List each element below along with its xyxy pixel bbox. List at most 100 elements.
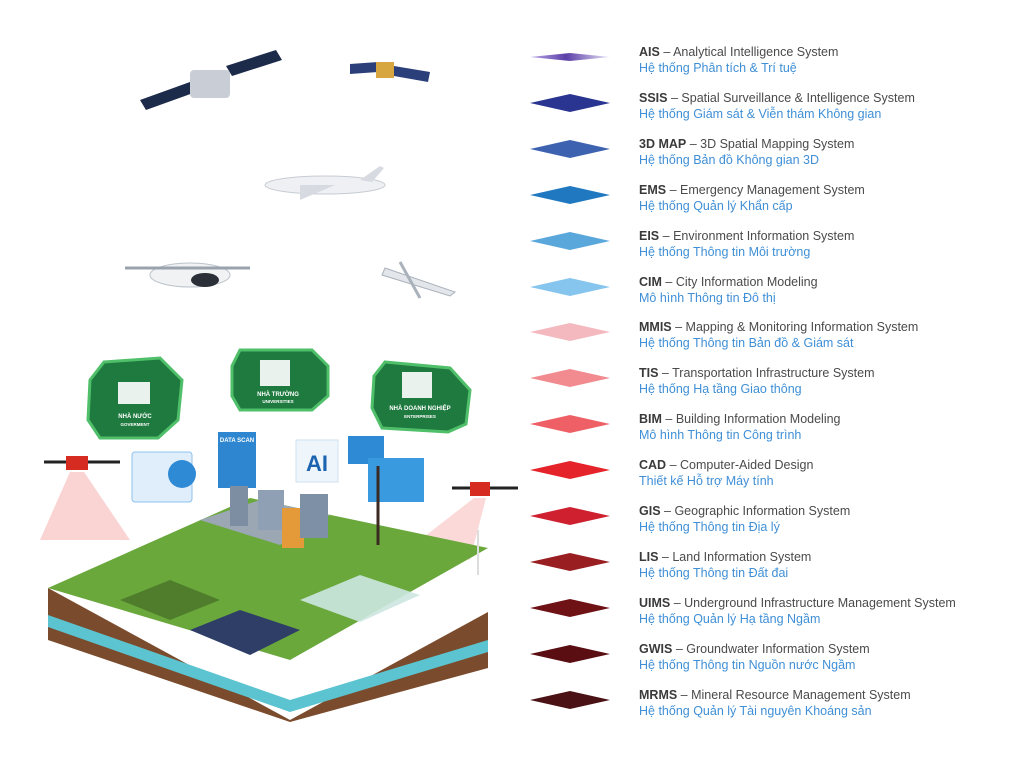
layer-abbr: CIM	[639, 274, 662, 289]
layer-diamond-icon	[530, 644, 610, 663]
svg-text:NHÀ NƯỚC: NHÀ NƯỚC	[118, 412, 152, 420]
layer-name: Building Information Modeling	[675, 412, 841, 427]
layer-title: EMS – Emergency Management System	[639, 182, 865, 197]
layer-name: Geographic Information System	[674, 504, 851, 518]
layer-title: EIS – Environment Information System	[639, 228, 855, 243]
layer-item-tis: TIS – Transportation Infrastructure Syst…	[530, 365, 1010, 405]
layer-abbr: CAD	[639, 458, 667, 473]
layer-diamond-icon	[530, 93, 610, 112]
layer-vietnamese-name: Hệ thống Thông tin Nguồn nước Ngầm	[639, 657, 856, 672]
layer-name: Transportation Infrastructure System	[672, 366, 875, 381]
layer-title: CIM – City Information Modeling	[639, 274, 818, 289]
svg-text:NHÀ TRƯỜNG: NHÀ TRƯỜNG	[257, 390, 299, 398]
svg-text:DATA SCAN: DATA SCAN	[220, 438, 254, 444]
layer-title: AIS – Analytical Intelligence System	[639, 45, 839, 59]
layer-name: Computer-Aided Design	[680, 458, 814, 473]
layer-diamond-icon	[530, 461, 610, 480]
layer-vietnamese-name: Hệ thống Quản lý Hạ tầng Ngầm	[639, 611, 821, 626]
layer-diamond-icon	[530, 277, 610, 296]
layer-item-uims: UIMS – Underground Infrastructure Manage…	[530, 595, 1010, 635]
data-scan-panel: DATA SCAN	[218, 432, 256, 488]
layer-item-lis: LIS – Land Information System Hệ thống T…	[530, 549, 1010, 589]
layer-title: CAD – Computer-Aided Design	[639, 458, 814, 473]
layer-diamond-icon	[530, 369, 610, 388]
layer-vietnamese-name: Hệ thống Thông tin Bản đồ & Giám sát	[639, 336, 854, 351]
evtol-aircraft-icon	[125, 262, 250, 288]
layer-abbr: EIS	[639, 228, 660, 243]
layer-vietnamese-name: Hệ thống Phân tích & Trí tuệ	[639, 61, 797, 75]
layer-item-ssis: SSIS – Spatial Surveillance & Intelligen…	[530, 90, 1010, 130]
agricultural-drone-icon	[40, 456, 130, 540]
layer-item-ems: EMS – Emergency Management System Hệ thố…	[530, 182, 1010, 222]
layer-abbr: UIMS	[639, 595, 671, 610]
layer-name: Environment Information System	[673, 228, 855, 243]
badge-universities: NHÀ TRƯỜNG UNIVERSITIES	[230, 348, 330, 412]
dashboard-panel	[131, 451, 196, 503]
layer-vietnamese-name: Thiết kế Hỗ trợ Máy tính	[639, 474, 774, 489]
layer-name: Analytical Intelligence System	[673, 45, 839, 59]
badge-enterprises: NHÀ DOANH NGHIỆP ENTERPRISES	[370, 360, 472, 434]
svg-text:AI: AI	[306, 451, 328, 476]
layer-item-cim: CIM – City Information Modeling Mô hình …	[530, 274, 1010, 314]
layer-item-3d-map: 3D MAP – 3D Spatial Mapping System Hệ th…	[530, 136, 1010, 176]
layer-diamond-icon	[530, 53, 610, 61]
layer-diamond-icon	[530, 598, 610, 617]
layer-abbr: AIS	[639, 45, 660, 59]
layer-name: Emergency Management System	[680, 182, 865, 197]
layer-vietnamese-name: Hệ thống Thông tin Đất đai	[639, 565, 789, 580]
satellite-icon	[350, 62, 430, 82]
layer-abbr: BIM	[639, 412, 662, 427]
layer-abbr: 3D MAP	[639, 136, 687, 151]
layer-vietnamese-name: Hệ thống Giám sát & Viễn thám Không gian	[639, 106, 882, 121]
layer-name: Groundwater Information System	[686, 641, 870, 656]
layer-vietnamese-name: Mô hình Thông tin Công trình	[639, 428, 802, 443]
layer-title: TIS – Transportation Infrastructure Syst…	[639, 366, 875, 381]
layer-name: Mineral Resource Management System	[691, 687, 911, 702]
layer-vietnamese-name: Hệ thống Quản lý Khẩn cấp	[639, 198, 793, 213]
layer-diamond-icon	[530, 690, 610, 709]
layer-name: City Information Modeling	[675, 274, 818, 289]
layer-diamond-icon	[530, 507, 610, 525]
layer-item-cad: CAD – Computer-Aided Design Thiết kế Hỗ …	[530, 457, 1010, 497]
svg-text:ENTERPRISES: ENTERPRISES	[404, 414, 436, 419]
layer-title: LIS – Land Information System	[639, 549, 812, 564]
layer-item-mmis: MMIS – Mapping & Monitoring Information …	[530, 319, 1010, 359]
layer-name: Spatial Surveillance & Intelligence Syst…	[681, 90, 915, 105]
layer-name: 3D Spatial Mapping System	[700, 136, 855, 151]
layer-diamond-icon	[530, 185, 610, 204]
layer-title: GWIS – Groundwater Information System	[639, 641, 870, 656]
layer-abbr: GIS	[639, 504, 661, 518]
layer-abbr: LIS	[639, 549, 659, 564]
layer-vietnamese-name: Hệ thống Hạ tầng Giao thông	[639, 382, 802, 397]
layer-item-bim: BIM – Building Information Modeling Mô h…	[530, 411, 1010, 451]
layer-item-eis: EIS – Environment Information System Hệ …	[530, 228, 1010, 268]
chart-panel	[348, 436, 424, 502]
layer-vietnamese-name: Hệ thống Thông tin Môi trường	[639, 244, 811, 259]
layer-title: SSIS – Spatial Surveillance & Intelligen…	[639, 90, 915, 105]
layer-abbr: TIS	[639, 366, 659, 381]
layer-item-gis: GIS – Geographic Information System Hệ t…	[530, 503, 1010, 543]
svg-text:UNIVERSITIES: UNIVERSITIES	[262, 399, 293, 404]
svg-text:GOVERMENT: GOVERMENT	[120, 422, 149, 427]
layer-abbr: EMS	[639, 182, 667, 197]
layer-diamond-icon	[530, 323, 610, 342]
layer-name: Land Information System	[672, 549, 812, 564]
layer-title: 3D MAP – 3D Spatial Mapping System	[639, 136, 855, 151]
smart-city-illustration: NHÀ NƯỚC GOVERMENT NHÀ TRƯỜNG UNIVERSITI…	[40, 50, 518, 722]
layer-title: MMIS – Mapping & Monitoring Information …	[639, 320, 919, 335]
layer-name: Mapping & Monitoring Information System	[685, 320, 919, 335]
layer-item-gwis: GWIS – Groundwater Information System Hệ…	[530, 641, 1010, 681]
ai-panel: AI	[295, 439, 339, 483]
layer-vietnamese-name: Hệ thống Thông tin Địa lý	[639, 520, 780, 534]
layer-title: BIM – Building Information Modeling	[639, 412, 841, 427]
svg-text:NHÀ DOANH NGHIỆP: NHÀ DOANH NGHIỆP	[389, 404, 450, 412]
layer-item-mrms: MRMS – Mineral Resource Management Syste…	[530, 687, 1010, 727]
layer-vietnamese-name: Hệ thống Quản lý Tài nguyên Khoáng sản	[639, 703, 872, 718]
layer-abbr: GWIS	[639, 641, 673, 656]
layer-name: Underground Infrastructure Management Sy…	[684, 595, 956, 610]
layer-diamond-icon	[530, 231, 610, 250]
layer-diamond-icon	[530, 139, 610, 158]
layer-item-ais: AIS – Analytical Intelligence System Hệ …	[530, 44, 1010, 84]
layer-vietnamese-name: Mô hình Thông tin Đô thị	[639, 290, 776, 305]
layer-title: UIMS – Underground Infrastructure Manage…	[639, 595, 956, 610]
